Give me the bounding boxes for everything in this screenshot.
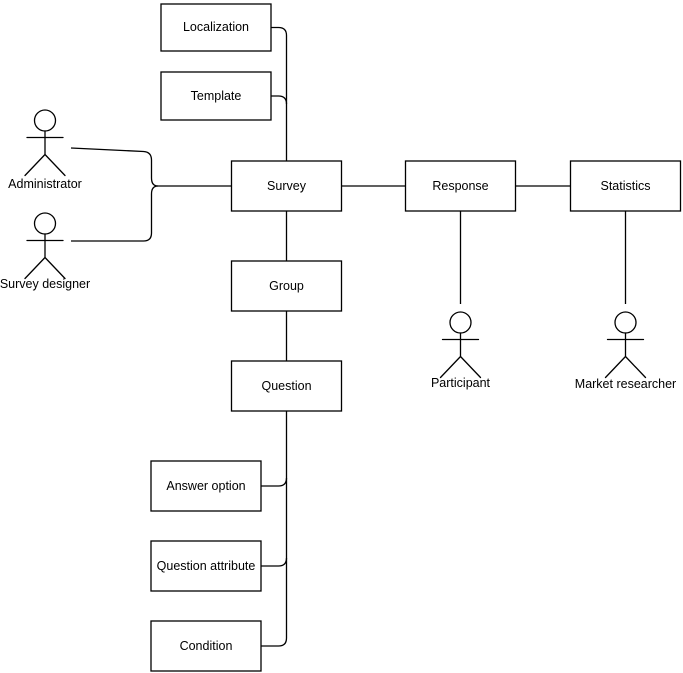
entity-box-template [160, 71, 272, 121]
actor-figure-participant [439, 311, 482, 379]
actor-head-market-researcher [614, 311, 637, 334]
connector-survey-designer-brace [71, 185, 159, 242]
actor-limbs-market-researcher [604, 332, 647, 379]
entity-box-response [404, 160, 517, 212]
connector-template-branch [271, 95, 288, 105]
actor-head-administrator [33, 109, 57, 132]
actor-figure-administrator [24, 109, 66, 177]
entity-box-question-attribute [150, 540, 262, 592]
connectors [70, 26, 627, 647]
actor-limbs-participant [439, 332, 482, 379]
entity-box-survey [230, 160, 343, 212]
actor-head-survey-designer [33, 212, 57, 235]
entity-boxes [150, 3, 682, 672]
connector-question-attribute-branch [261, 557, 288, 567]
connector-localization-survey [271, 26, 288, 161]
entity-box-condition [150, 620, 262, 672]
actor-limbs-survey-designer [24, 233, 66, 280]
actor-limbs-administrator [24, 130, 66, 177]
actor-figure-survey-designer [24, 212, 66, 280]
entity-box-statistics [569, 160, 682, 212]
entity-box-answer-option [150, 460, 262, 512]
entity-box-localization [160, 3, 272, 52]
actor-figure-market-researcher [604, 311, 647, 379]
actor-figures [24, 109, 647, 379]
entity-box-group [230, 260, 343, 312]
connector-answer-option-branch [261, 477, 288, 487]
entity-box-question [230, 360, 343, 412]
connector-administrator-brace [70, 147, 159, 187]
actor-head-participant [449, 311, 472, 334]
connector-question-condition [261, 411, 288, 647]
